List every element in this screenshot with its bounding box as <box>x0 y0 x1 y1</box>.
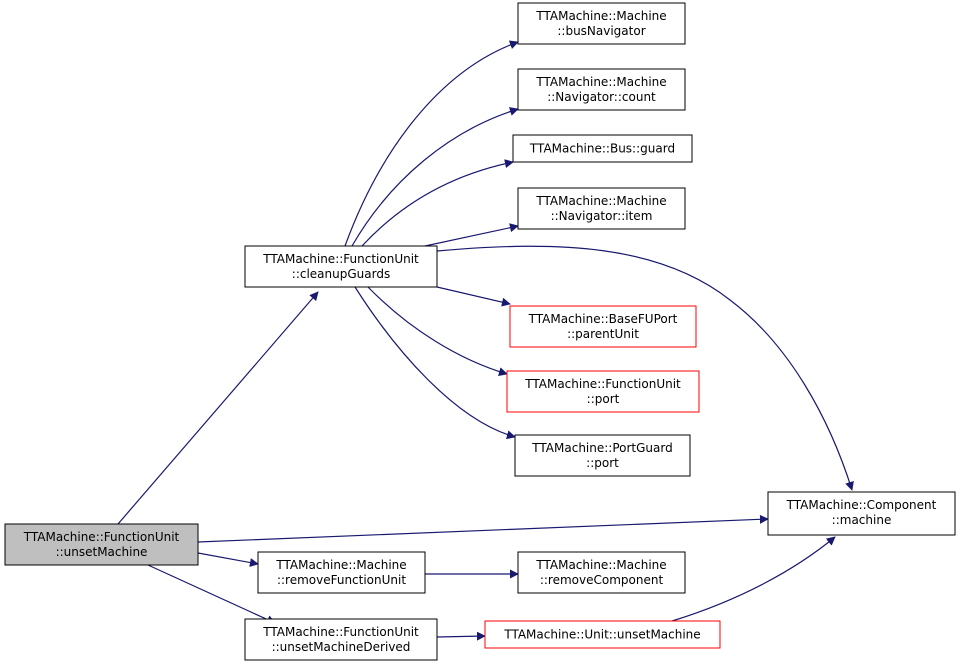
node-parentUnit[interactable]: TTAMachine::BaseFUPort::parentUnit <box>509 305 697 348</box>
node-label-line2: ::removeFunctionUnit <box>277 573 406 587</box>
node-label-line1: TTAMachine::Bus::guard <box>529 142 675 156</box>
edge-unitUnset-to-compMachine <box>671 536 836 622</box>
edge-unsetMachine-to-unsetDerived <box>147 564 276 624</box>
node-fuPort[interactable]: TTAMachine::FunctionUnit::port <box>506 370 700 413</box>
node-box[interactable] <box>767 491 956 536</box>
edge-cleanupGuards-to-navItem <box>424 223 519 247</box>
node-box[interactable] <box>514 434 691 477</box>
edge-unsetMachine-to-compMachine <box>197 514 769 543</box>
node-box[interactable] <box>517 68 686 111</box>
node-unsetDerived[interactable]: TTAMachine::FunctionUnit::unsetMachineDe… <box>244 618 438 661</box>
edge-cleanupGuards-to-pgPort <box>354 286 516 440</box>
node-label-line1: TTAMachine::Machine <box>535 9 666 23</box>
node-unsetMachine[interactable]: TTAMachine::FunctionUnit::unsetMachine <box>4 523 199 566</box>
edge-cleanupGuards-to-navCount <box>351 107 519 247</box>
edge-cleanupGuards-to-compMachine <box>436 245 854 491</box>
edge-unsetDerived-to-unitUnset <box>436 631 486 641</box>
node-box[interactable] <box>509 305 697 348</box>
node-label-line2: ::unsetMachine <box>56 545 148 559</box>
node-busNavigator[interactable]: TTAMachine::Machine::busNavigator <box>517 2 686 45</box>
edge-unsetMachine-to-removeFU <box>197 552 259 567</box>
node-box[interactable] <box>257 551 426 594</box>
node-label-line1: TTAMachine::Machine <box>535 75 666 89</box>
node-box[interactable] <box>506 370 700 413</box>
node-label-line1: TTAMachine::Machine <box>535 558 666 572</box>
node-unitUnset[interactable]: TTAMachine::Unit::unsetMachine <box>484 620 721 649</box>
edge-unsetMachine-to-cleanupGuards <box>117 291 319 525</box>
node-box[interactable] <box>517 551 686 594</box>
node-label-line1: TTAMachine::PortGuard <box>531 441 672 455</box>
node-box[interactable] <box>4 523 199 566</box>
node-removeFU[interactable]: TTAMachine::Machine::removeFunctionUnit <box>257 551 426 594</box>
node-box[interactable] <box>244 245 438 288</box>
node-label-line2: ::unsetMachineDerived <box>272 640 411 654</box>
nodes-layer: TTAMachine::FunctionUnit::unsetMachineTT… <box>4 2 956 661</box>
edge-cleanupGuards-to-parentUnit <box>436 286 511 307</box>
node-label-line2: ::port <box>587 392 620 406</box>
edge-cleanupGuards-to-busNavigator <box>344 40 519 247</box>
node-box[interactable] <box>512 134 693 163</box>
node-cleanupGuards[interactable]: TTAMachine::FunctionUnit::cleanupGuards <box>244 245 438 288</box>
node-label-line1: TTAMachine::Component <box>786 498 937 512</box>
edges-layer <box>117 40 854 641</box>
node-label-line1: TTAMachine::Machine <box>275 558 406 572</box>
node-label-line1: TTAMachine::Unit::unsetMachine <box>503 628 700 642</box>
node-label-line1: TTAMachine::Machine <box>535 194 666 208</box>
edge-cleanupGuards-to-fuPort <box>367 286 508 376</box>
node-label-line1: TTAMachine::FunctionUnit <box>524 377 681 391</box>
node-label-line2: ::machine <box>832 513 892 527</box>
node-label-line2: ::busNavigator <box>557 24 645 38</box>
edge-cleanupGuards-to-busGuard <box>361 159 514 247</box>
node-label-line1: TTAMachine::FunctionUnit <box>262 625 419 639</box>
node-busGuard[interactable]: TTAMachine::Bus::guard <box>512 134 693 163</box>
node-box[interactable] <box>517 187 686 230</box>
node-removeComp[interactable]: TTAMachine::Machine::removeComponent <box>517 551 686 594</box>
node-box[interactable] <box>484 620 721 649</box>
node-label-line2: ::port <box>586 456 619 470</box>
node-label-line2: ::removeComponent <box>540 573 664 587</box>
node-label-line1: TTAMachine::FunctionUnit <box>262 252 419 266</box>
node-box[interactable] <box>244 618 438 661</box>
node-label-line2: ::parentUnit <box>567 327 639 341</box>
node-label-line2: ::cleanupGuards <box>292 267 390 281</box>
node-compMachine[interactable]: TTAMachine::Component::machine <box>767 491 956 536</box>
node-navCount[interactable]: TTAMachine::Machine::Navigator::count <box>517 68 686 111</box>
node-box[interactable] <box>517 2 686 45</box>
node-label-line2: ::Navigator::item <box>551 209 653 223</box>
node-navItem[interactable]: TTAMachine::Machine::Navigator::item <box>517 187 686 230</box>
node-label-line1: TTAMachine::FunctionUnit <box>23 530 180 544</box>
node-label-line2: ::Navigator::count <box>547 90 656 104</box>
node-label-line1: TTAMachine::BaseFUPort <box>528 312 678 326</box>
node-pgPort[interactable]: TTAMachine::PortGuard::port <box>514 434 691 477</box>
